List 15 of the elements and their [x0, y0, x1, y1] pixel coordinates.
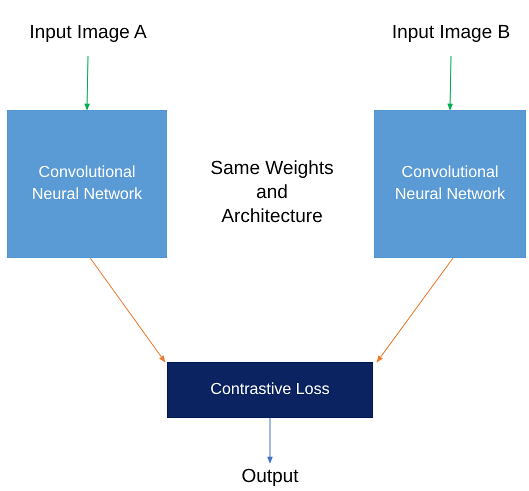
arrow: [84, 56, 90, 111]
arrow: [447, 56, 453, 111]
arrow: [267, 418, 273, 464]
loss-box: [167, 362, 373, 418]
network-box: [374, 110, 526, 258]
network-box: [7, 110, 167, 258]
input-label: Input Image A: [28, 8, 148, 56]
box-label: Convolutional Neural Network: [30, 163, 144, 205]
box-label: Contrastive Loss: [209, 381, 331, 399]
box-label: Convolutional Neural Network: [394, 163, 506, 205]
input-label: Input Image B: [391, 8, 511, 56]
output-label: Output: [225, 463, 315, 489]
arrow: [376, 258, 454, 363]
arrow: [90, 258, 166, 363]
note-text: Same Weights and Architecture: [209, 157, 335, 229]
